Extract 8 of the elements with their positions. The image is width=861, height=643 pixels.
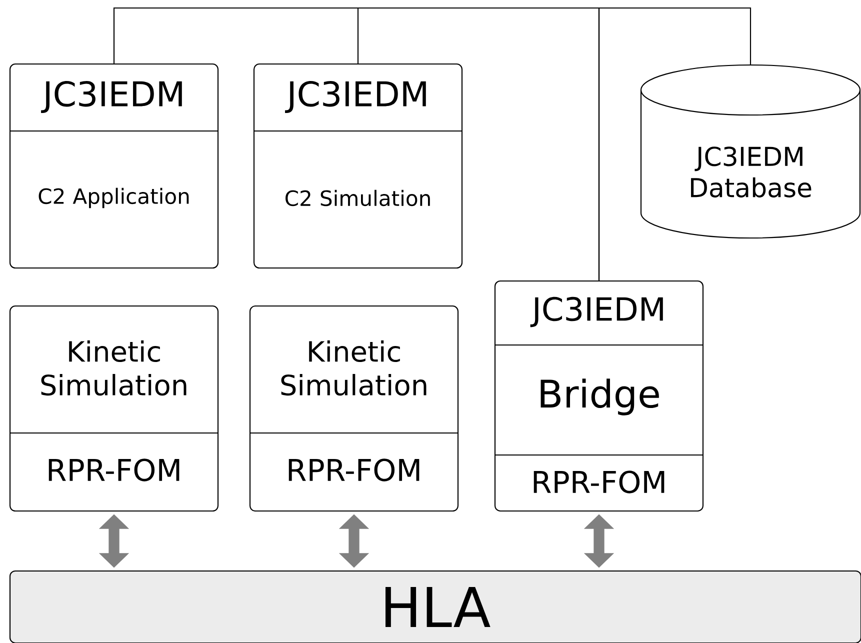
component-box: JC3IEDM C2 Simulation <box>253 63 463 269</box>
component-box: JC3IEDM Bridge RPR-FOM <box>494 280 704 512</box>
connector-line <box>598 7 752 280</box>
hla-band: HLA <box>9 570 861 643</box>
database-cylinder: JC3IEDM Database <box>640 64 861 239</box>
component-box: Kinetic Simulation RPR-FOM <box>249 305 459 512</box>
component-box: Kinetic Simulation RPR-FOM <box>9 305 219 512</box>
component-box: JC3IEDM C2 Application <box>9 63 219 269</box>
